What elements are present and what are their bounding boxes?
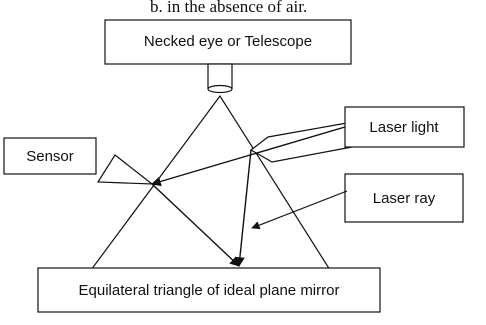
sensor-box bbox=[3, 137, 97, 175]
laser-light-label: Laser light bbox=[369, 119, 439, 136]
eyepiece-icon bbox=[207, 63, 233, 94]
header-fragment: b. in the absence of air. bbox=[150, 0, 307, 16]
triangle-caption-box bbox=[37, 267, 381, 313]
laser-ray-label: Laser ray bbox=[373, 190, 436, 207]
ray-segment-incoming bbox=[151, 126, 346, 187]
ray-segment-vertical bbox=[235, 149, 252, 267]
triangle-caption-label: Equilateral triangle of ideal plane mirr… bbox=[79, 282, 340, 299]
laser-ray-pointer bbox=[251, 190, 348, 230]
laser-light-box bbox=[344, 106, 465, 148]
sensor-device-icon bbox=[96, 154, 154, 185]
sensor-label: Sensor bbox=[26, 148, 74, 165]
laser-ray-box bbox=[344, 173, 464, 223]
observer-box bbox=[104, 19, 352, 65]
observer-label: Necked eye or Telescope bbox=[144, 33, 312, 50]
ray-segment-to-sensor bbox=[151, 183, 240, 267]
